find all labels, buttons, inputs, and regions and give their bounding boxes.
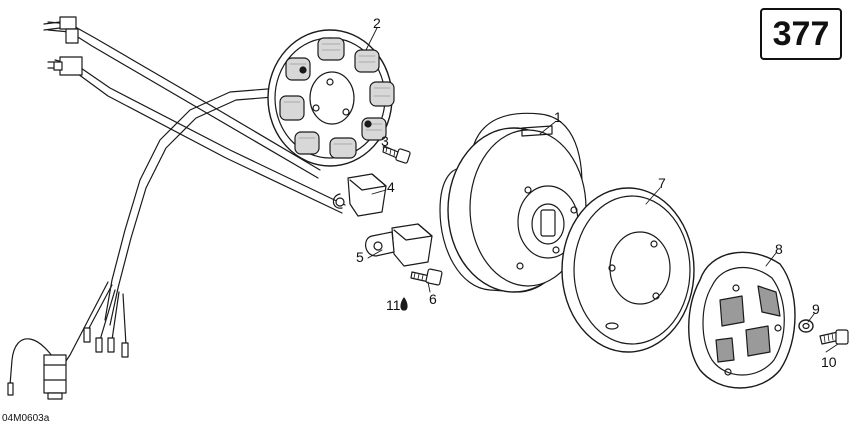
callout-11: 11 [386,297,401,313]
coil-screw [410,268,443,286]
callout-9: 9 [812,301,820,317]
callout-8: 8 [775,241,783,257]
harness-terminal-pins [7,327,129,396]
harness-connector-middle [47,56,83,76]
page-number-box: 377 [760,8,842,60]
thread-locker-drop-icon [400,297,408,311]
stator-screw [382,145,411,164]
washer [798,319,814,333]
harness-connector-top [43,16,79,44]
callout-3: 3 [381,133,389,149]
callout-1: 1 [554,109,562,125]
callout-7: 7 [658,175,666,191]
callout-10: 10 [821,354,837,370]
starter-ring [561,187,695,353]
callout-2: 2 [373,15,381,31]
harness-connector-bottom [43,354,67,400]
flywheel-cover [688,251,796,389]
callout-5: 5 [356,249,364,265]
flywheel [439,112,587,293]
trigger-coil [332,173,387,217]
stator-assembly [267,29,395,167]
callout-6: 6 [429,291,437,307]
cover-bolt [819,329,849,345]
reference-code: 04M0603a [2,413,50,424]
callout-4: 4 [387,179,395,195]
trigger-coil-lower [365,223,433,267]
leader-lines [365,27,839,353]
